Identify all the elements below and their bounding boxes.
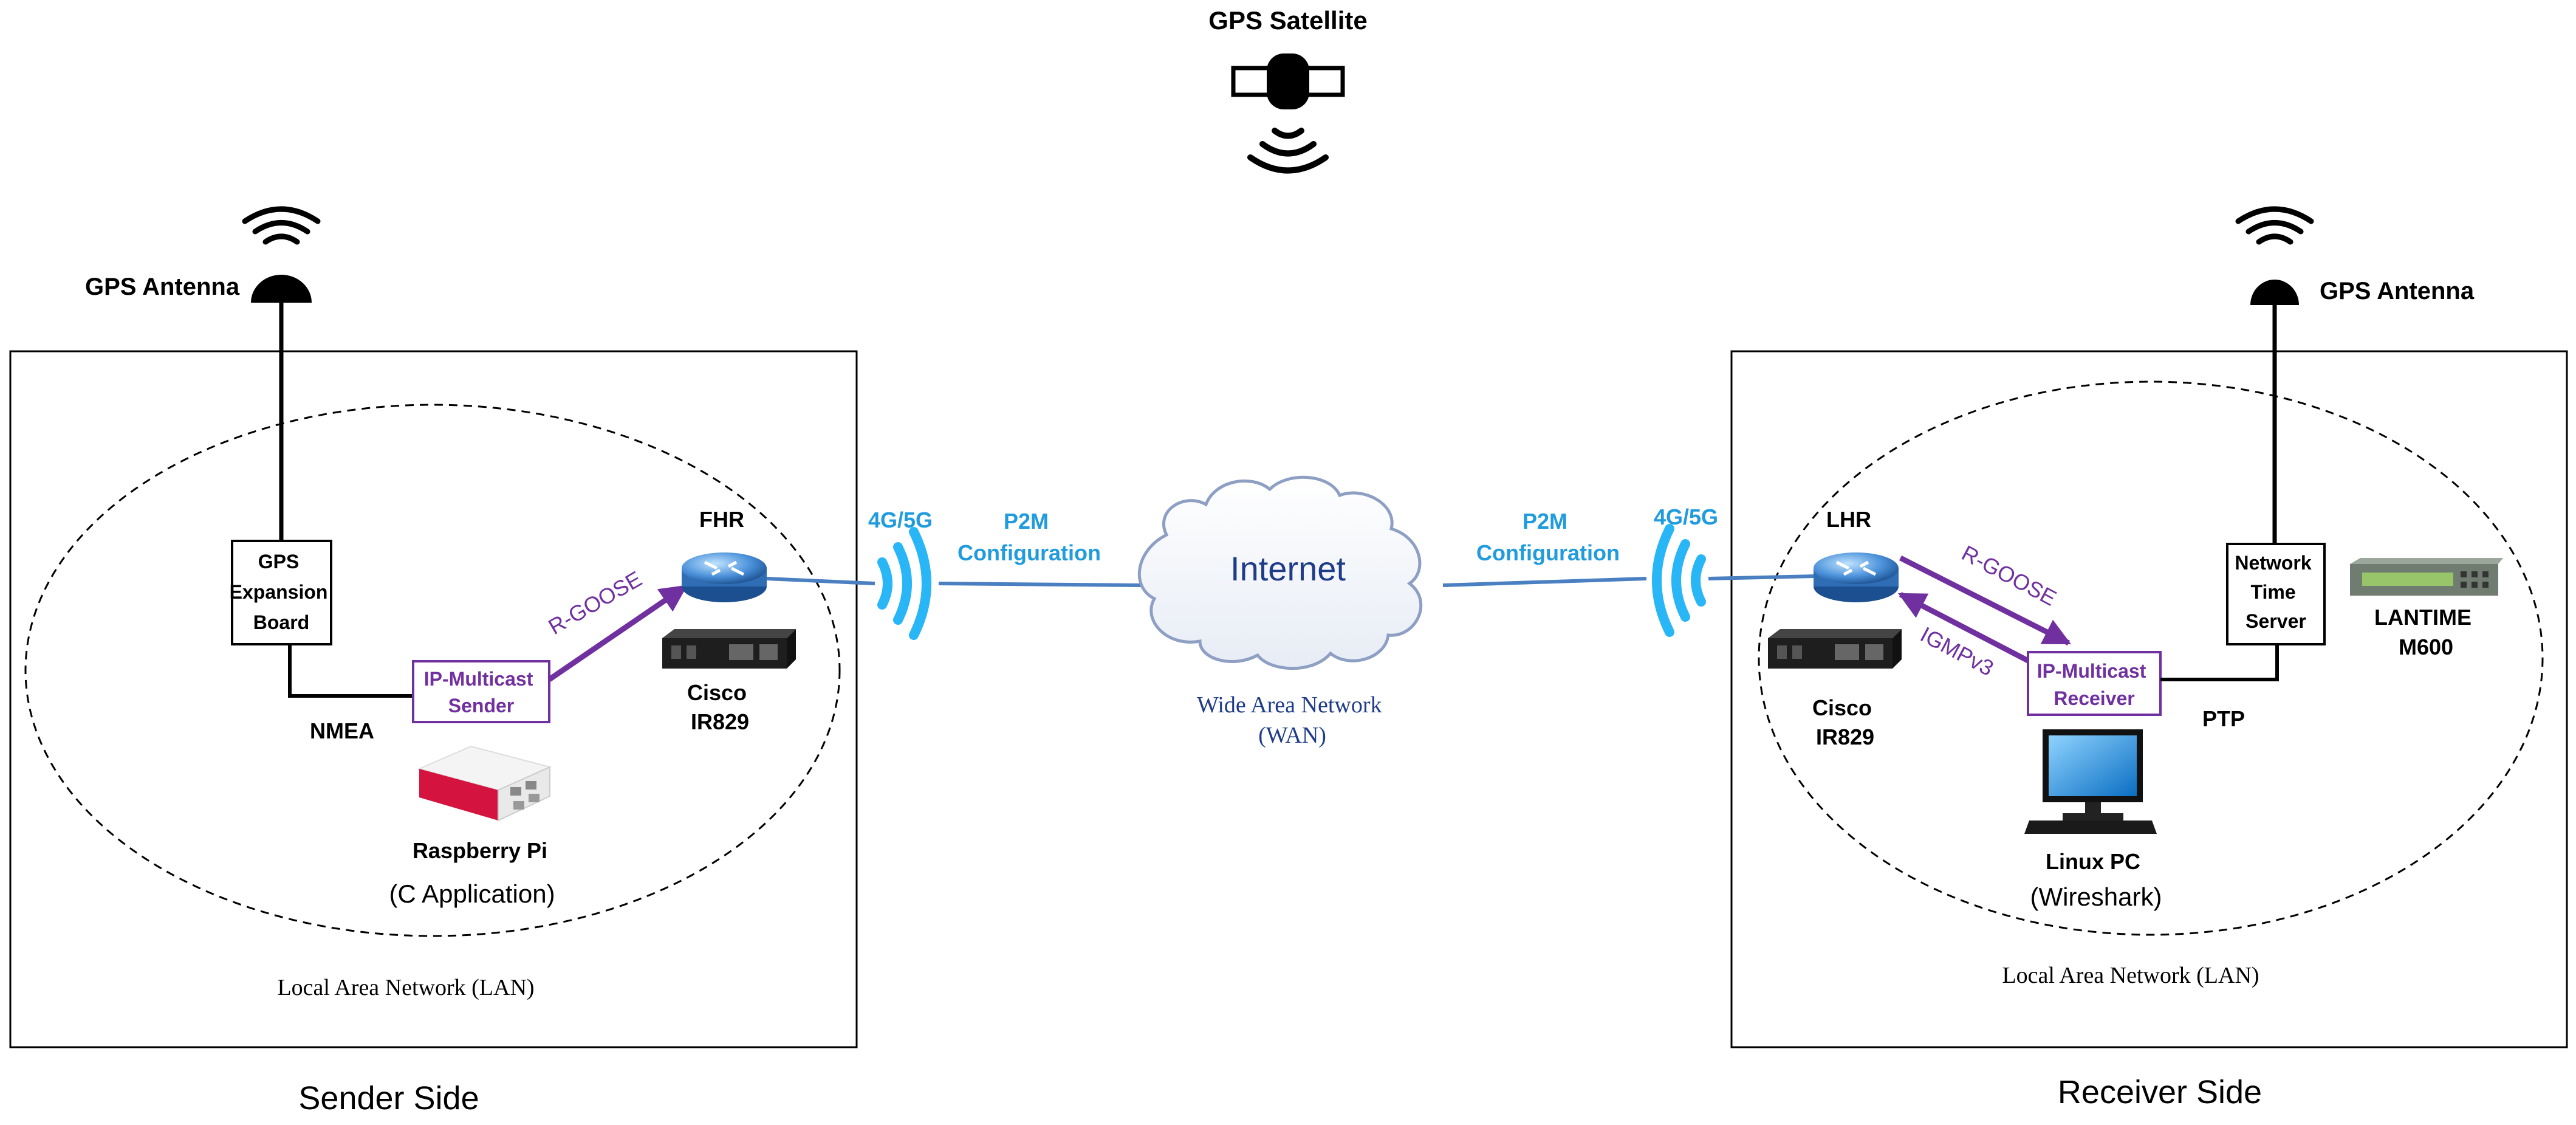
wan-label: Wide Area Network (WAN) [1197, 692, 1388, 748]
rgoose-arrow-sender [547, 584, 688, 682]
ptp-link [2160, 644, 2279, 681]
gps-board-label: GPS Expansion Board [230, 551, 334, 633]
receiver-wan-link [1442, 577, 1647, 587]
satellite-label: GPS Satellite [1208, 6, 1367, 35]
p2m-label-receiver: P2M Configuration [1476, 509, 1620, 565]
nmea-link [288, 644, 413, 698]
ip-multicast-sender-label: IP-Multicast Sender [424, 668, 538, 717]
sender-gps-antenna: GPS Antenna [85, 206, 321, 541]
receiver-side-label: Receiver Side [2058, 1074, 2262, 1110]
rgoose-arrow-receiver [1899, 555, 2072, 646]
sender-lan-box [9, 350, 858, 1048]
lantime-label: LANTIME M600 [2374, 605, 2478, 659]
receiver-gps-antenna: GPS Antenna [2235, 206, 2475, 544]
gps-expansion-board [231, 540, 332, 645]
internet-cloud-icon: Internet [1137, 475, 1423, 670]
rgoose-label-sender: R-GOOSE [544, 566, 646, 639]
ip-multicast-sender [412, 660, 550, 723]
lhr-label: LHR [1826, 507, 1871, 532]
cellular-signal-icon-sender [877, 527, 931, 640]
sender-side-label: Sender Side [298, 1080, 479, 1116]
igmp-label: IGMPv3 [1916, 622, 1998, 681]
cisco-ir829-device-sender [662, 629, 796, 669]
router-icon-lhr [1814, 552, 1899, 602]
wifi-signal-icon [242, 206, 321, 245]
receiver-antenna-label: GPS Antenna [2320, 278, 2475, 304]
igmp-arrow [1898, 592, 2031, 664]
cisco-label-sender: Cisco IR829 [687, 680, 753, 734]
receiver-lan-label: Local Area Network (LAN) [2002, 963, 2259, 988]
rgoose-label-receiver: R-GOOSE [1958, 540, 2060, 611]
linux-pc-icon [2024, 729, 2157, 834]
fhr-to-cell-link [766, 577, 875, 585]
fhr-label: FHR [699, 507, 744, 532]
sender-antenna-label: GPS Antenna [85, 274, 240, 300]
sender-lan-ellipse [24, 404, 841, 937]
network-time-server [2226, 543, 2326, 645]
router-icon-fhr [682, 552, 767, 602]
ptp-label: PTP [2202, 706, 2245, 731]
cell-label-receiver: 4G/5G [1654, 504, 1718, 529]
nmea-label: NMEA [310, 718, 374, 743]
ip-multicast-receiver [2027, 651, 2162, 716]
rpi-name: Raspberry Pi [413, 838, 547, 863]
sender-lan-label: Local Area Network (LAN) [277, 975, 534, 1000]
nts-label: Network Time Server [2235, 552, 2317, 632]
linux-pc-name: Linux PC [2046, 849, 2140, 874]
cisco-label-receiver: Cisco IR829 [1812, 695, 1878, 749]
cell-label-sender: 4G/5G [868, 507, 933, 532]
signal-waves-icon [1247, 128, 1329, 174]
rpi-app: (C Application) [389, 879, 555, 908]
cell-to-lhr-link [1708, 574, 1816, 580]
linux-pc-app: (Wireshark) [2030, 882, 2162, 911]
wifi-signal-icon [2235, 206, 2314, 245]
antenna-dome-icon [2250, 280, 2299, 305]
gps-satellite: GPS Satellite [1208, 6, 1368, 174]
ip-multicast-receiver-label: IP-Multicast Receiver [2037, 660, 2151, 709]
cellular-signal-icon-receiver [1652, 524, 1706, 637]
lantime-m600-device [2350, 558, 2503, 596]
receiver-lan-ellipse [1758, 380, 2544, 936]
satellite-icon [1231, 53, 1345, 109]
receiver-lan-box [1730, 350, 2568, 1048]
p2m-label-sender: P2M Configuration [957, 509, 1101, 565]
cloud-label: Internet [1230, 549, 1346, 588]
raspberry-pi-device [417, 745, 552, 822]
antenna-dome-icon [251, 275, 312, 303]
sender-wan-link [938, 582, 1143, 587]
cisco-ir829-device-receiver [1768, 629, 1902, 669]
